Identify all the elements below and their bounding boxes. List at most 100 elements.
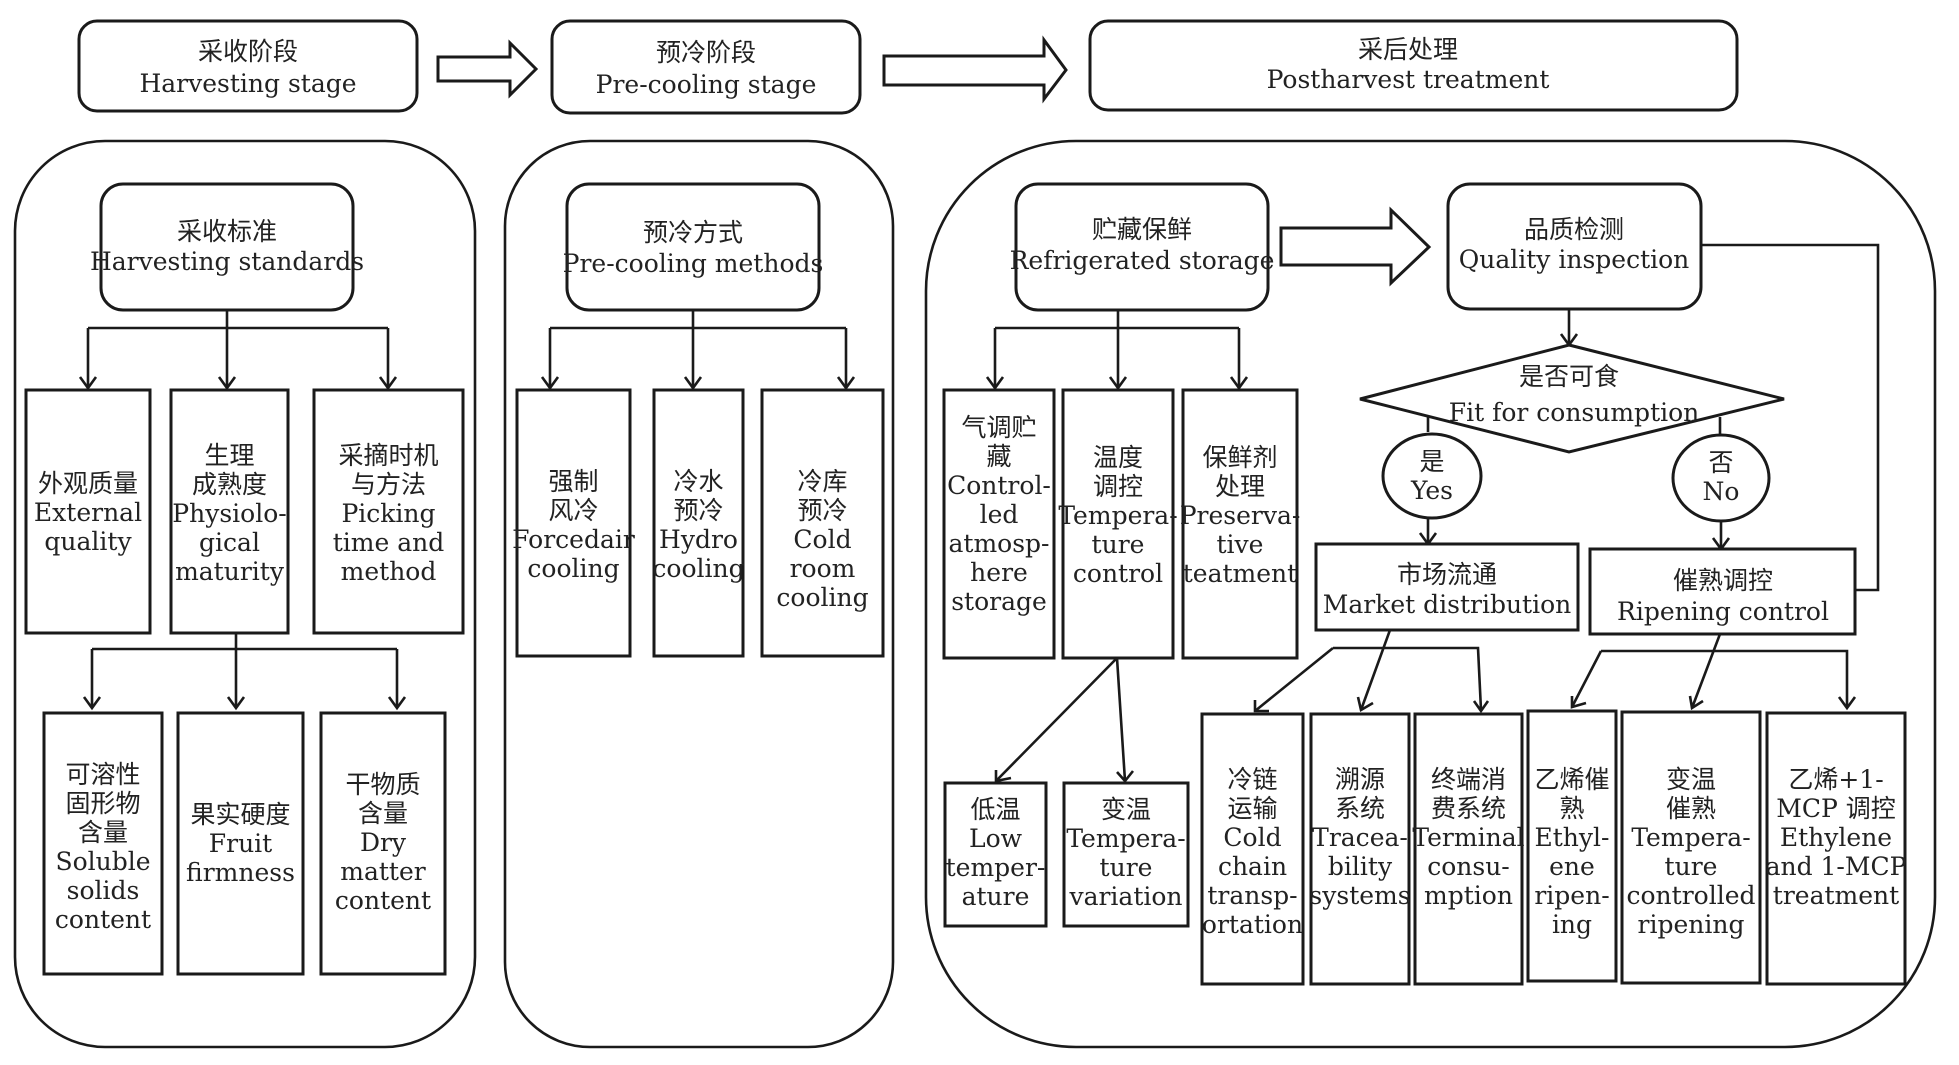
market-channel-box: [1200, 712, 1305, 986]
refrigerated-storage-node: 贮藏保鲜 Refrigerated storage: [1010, 182, 1274, 312]
yes-to-market: [1418, 518, 1438, 547]
ripening-feedback-loop: [1701, 243, 1880, 592]
market-channel-label-line: Cold: [1223, 823, 1281, 852]
ripening-zh: 催熟调控: [1673, 566, 1773, 595]
temperature-mode-label-line: Low: [969, 824, 1023, 853]
temperature-mode-label-line: Tempera-: [1066, 824, 1185, 853]
precool-method-group: 强制风冷Forcedaircooling冷水预冷Hydrocooling冷库预冷…: [512, 388, 885, 658]
harvest-criterion-box: [24, 388, 152, 635]
harvest-indicator-label-line: 固形物: [65, 789, 140, 818]
refrigerated-storage-zh: 贮藏保鲜: [1092, 215, 1192, 244]
storage-method-label-line: atmosp-: [949, 529, 1050, 558]
market-channel-label-line: 溯源: [1335, 765, 1385, 794]
temperature-mode-label-line: 低温: [970, 795, 1020, 824]
ripening-method-label-line: Tempera-: [1631, 823, 1750, 852]
harvest-indicator-label-line: 含量: [78, 818, 128, 847]
ripening-en: Ripening control: [1617, 597, 1829, 626]
harvest-indicator-label-line: 可溶性: [65, 760, 140, 789]
harvest-indicator-label-line: 含量: [358, 799, 408, 828]
temperature-mode-label-line: variation: [1068, 882, 1182, 911]
market-channel-label-line: Tracea-: [1312, 823, 1408, 852]
temperature-mode-label-line: temper-: [946, 853, 1046, 882]
ripening-method-box: [1526, 709, 1618, 983]
no-zh: 否: [1708, 448, 1733, 477]
ripening-method-label-line: MCP 调控: [1776, 794, 1896, 823]
precool-method-label-line: 冷库: [797, 467, 847, 496]
harvest-criterion-label-line: 外观质量: [38, 469, 138, 498]
storage-method-label-line: 温度: [1093, 443, 1143, 472]
stage-arrow-2-icon: [882, 35, 1068, 104]
precool-method-label-line: Forcedair: [512, 525, 635, 554]
harvest-criterion-label-line: 采摘时机: [338, 441, 438, 470]
harvest-criterion-label-line: time and: [333, 528, 445, 557]
stage-precooling-zh: 预冷阶段: [656, 38, 756, 67]
precool-method-label-line: cooling: [652, 554, 744, 583]
market-zh: 市场流通: [1397, 560, 1497, 589]
stage-harvesting-zh: 采收阶段: [198, 37, 298, 66]
market-connectors: [1253, 629, 1490, 714]
harvest-indicator-group: 可溶性固形物含量Solublesolidscontent果实硬度Fruitfir…: [42, 711, 447, 976]
storage-method-label-line: Preserva-: [1180, 501, 1301, 530]
market-channel-label-line: consu-: [1427, 852, 1510, 881]
ripening-method-label-line: 催熟: [1666, 794, 1716, 823]
storage-method-box: [1181, 388, 1299, 660]
fit-for-consumption-decision: 是否可食 Fit for consumption: [1359, 343, 1785, 454]
yes-zh: 是: [1419, 447, 1444, 476]
market-channel-label-line: 费系统: [1431, 794, 1506, 823]
market-channel-label-line: ortation: [1202, 910, 1303, 939]
ripening-method-label-line: Ethylene: [1780, 823, 1892, 852]
market-channel-box: [1309, 712, 1411, 986]
harvest-indicator-label-line: content: [335, 886, 431, 915]
quality-inspection-zh: 品质检测: [1524, 215, 1624, 244]
market-channel-label-line: 冷链: [1227, 765, 1277, 794]
market-channel-label-line: 系统: [1335, 794, 1385, 823]
storage-method-label-line: ture: [1092, 530, 1145, 559]
precool-method-label-line: room: [790, 554, 856, 583]
market-channel-label-line: mption: [1424, 881, 1513, 910]
precool-method-label-line: cooling: [527, 554, 619, 583]
stage-postharvest: 采后处理 Postharvest treatment: [1088, 19, 1739, 112]
storage-method-label-line: storage: [951, 587, 1047, 616]
ripening-connectors: [1570, 633, 1857, 711]
storage-method-label-line: control: [1073, 559, 1163, 588]
harvest-criterion-group: 外观质量Externalquality生理成熟度Physiolo-gicalma…: [24, 388, 465, 635]
harvest-indicator-label-line: matter: [340, 857, 425, 886]
ripening-method-label-line: 熟: [1559, 794, 1584, 823]
harvest-criterion-label-line: quality: [44, 527, 132, 556]
harvest-criterion-box: [312, 388, 465, 635]
precool-methods-node: 预冷方式 Pre-cooling methods: [563, 182, 823, 312]
storage-method-label-line: Control-: [947, 471, 1051, 500]
precool-method-box: [652, 388, 745, 658]
ripening-method-label-line: 乙烯催: [1534, 765, 1609, 794]
harvest-indicator-box: [319, 711, 447, 976]
temperature-mode-label-line: ture: [1100, 853, 1153, 882]
ripening-method-label-line: 乙烯+1-: [1788, 765, 1883, 794]
market-channel-label-line: 运输: [1227, 794, 1277, 823]
harvest-panel: [13, 139, 477, 1049]
ripening-method-label-line: treatment: [1773, 881, 1899, 910]
precool-method-label-line: 预冷: [797, 496, 847, 525]
ripening-method-label-line: Ethyl-: [1535, 823, 1610, 852]
storage-to-inspection-arrow-icon: [1279, 206, 1432, 287]
stage-precooling-en: Pre-cooling stage: [596, 70, 817, 99]
ripening-method-label-line: ene: [1549, 852, 1595, 881]
ripening-method-label-line: ripen-: [1534, 881, 1609, 910]
ripening-method-group: 乙烯催熟Ethyl-eneripen-ing变温催熟Tempera-tureco…: [1526, 709, 1907, 986]
storage-method-label-line: Tempera-: [1058, 501, 1177, 530]
storage-method-label-line: 气调贮: [961, 413, 1036, 442]
ripening-method-box: [1620, 710, 1762, 985]
storage-method-label-line: 处理: [1215, 472, 1265, 501]
yes-en: Yes: [1410, 476, 1453, 505]
storage-method-label-line: led: [980, 500, 1019, 529]
storage-method-label-line: 藏: [986, 442, 1011, 471]
